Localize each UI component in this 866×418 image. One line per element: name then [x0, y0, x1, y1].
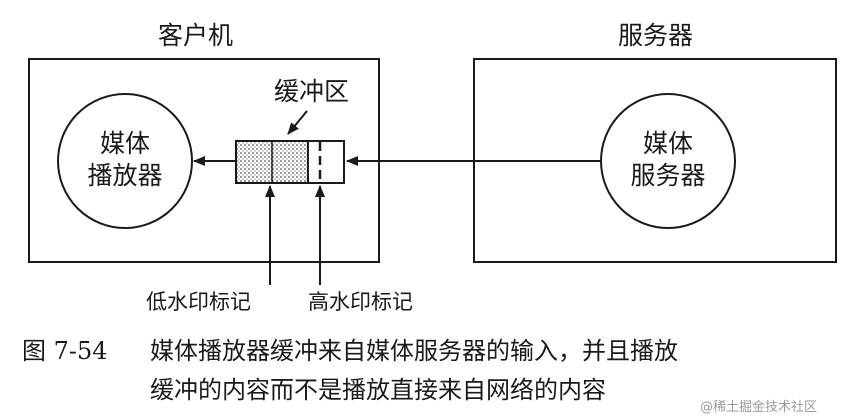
media-server-line2: 服务器: [630, 161, 706, 190]
buffer-label: 缓冲区: [274, 77, 350, 106]
high-watermark-label: 高水印标记: [308, 290, 413, 314]
media-player-circle: [57, 93, 193, 229]
low-watermark-label: 低水印标记: [146, 290, 251, 314]
server-title: 服务器: [618, 21, 694, 50]
buffer-empty-region: [307, 140, 345, 184]
media-player-line1: 媒体: [99, 129, 150, 158]
media-server-label: 媒体 服务器: [618, 128, 718, 192]
media-server-line1: 媒体: [642, 129, 693, 158]
figure-number: 图 7-54: [22, 337, 108, 365]
media-player-label: 媒体 播放器: [75, 128, 175, 192]
caption-line-1: 媒体播放器缓冲来自媒体服务器的输入，并且播放: [150, 337, 678, 365]
buffer-label-arrow: [287, 110, 308, 135]
client-title: 客户机: [158, 21, 234, 50]
buffer-block: [235, 140, 345, 184]
media-player-line2: 播放器: [87, 161, 163, 190]
caption-line-2: 缓冲的内容而不是播放直接来自网络的内容: [150, 376, 606, 404]
site-watermark: @稀土掘金技术社区: [700, 400, 818, 415]
